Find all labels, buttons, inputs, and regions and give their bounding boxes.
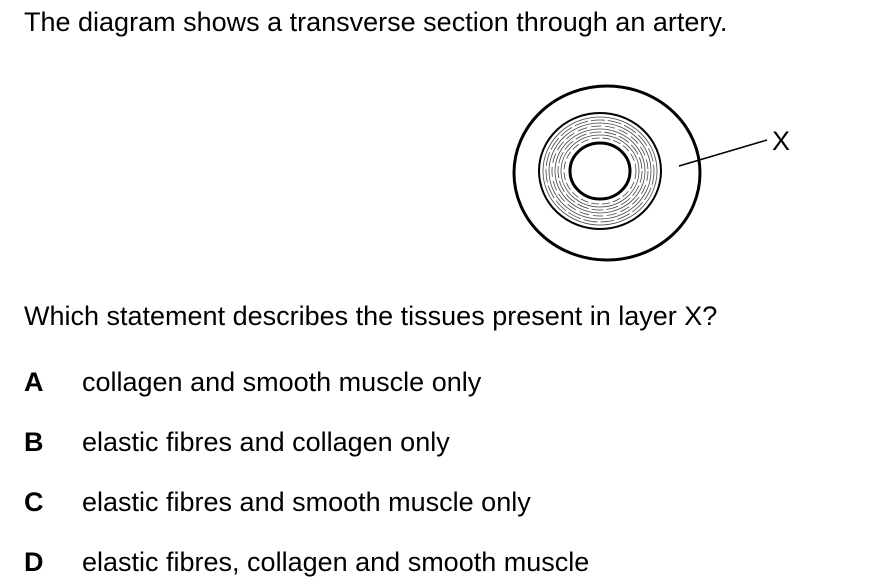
intro-text: The diagram shows a transverse section t…	[24, 7, 728, 37]
option-letter: A	[24, 367, 44, 397]
question-text: Which statement describes the tissues pr…	[24, 301, 718, 331]
lumen	[568, 141, 632, 201]
option-text: elastic fibres and smooth muscle only	[82, 487, 531, 517]
option-text: collagen and smooth muscle only	[82, 367, 482, 397]
label-x: X	[772, 126, 790, 156]
layer-x-outline	[538, 112, 662, 230]
option-letter: B	[24, 427, 44, 457]
artery-diagram: X	[505, 75, 805, 270]
layer-x-fibres	[542, 116, 658, 226]
outer-layer	[512, 84, 702, 262]
label-x-line	[678, 139, 768, 167]
option-letter: D	[24, 547, 44, 577]
option-text: elastic fibres, collagen and smooth musc…	[82, 547, 590, 577]
option-letter: C	[24, 487, 44, 517]
artery-cross-section: X	[512, 84, 790, 262]
option-text: elastic fibres and collagen only	[82, 427, 450, 457]
